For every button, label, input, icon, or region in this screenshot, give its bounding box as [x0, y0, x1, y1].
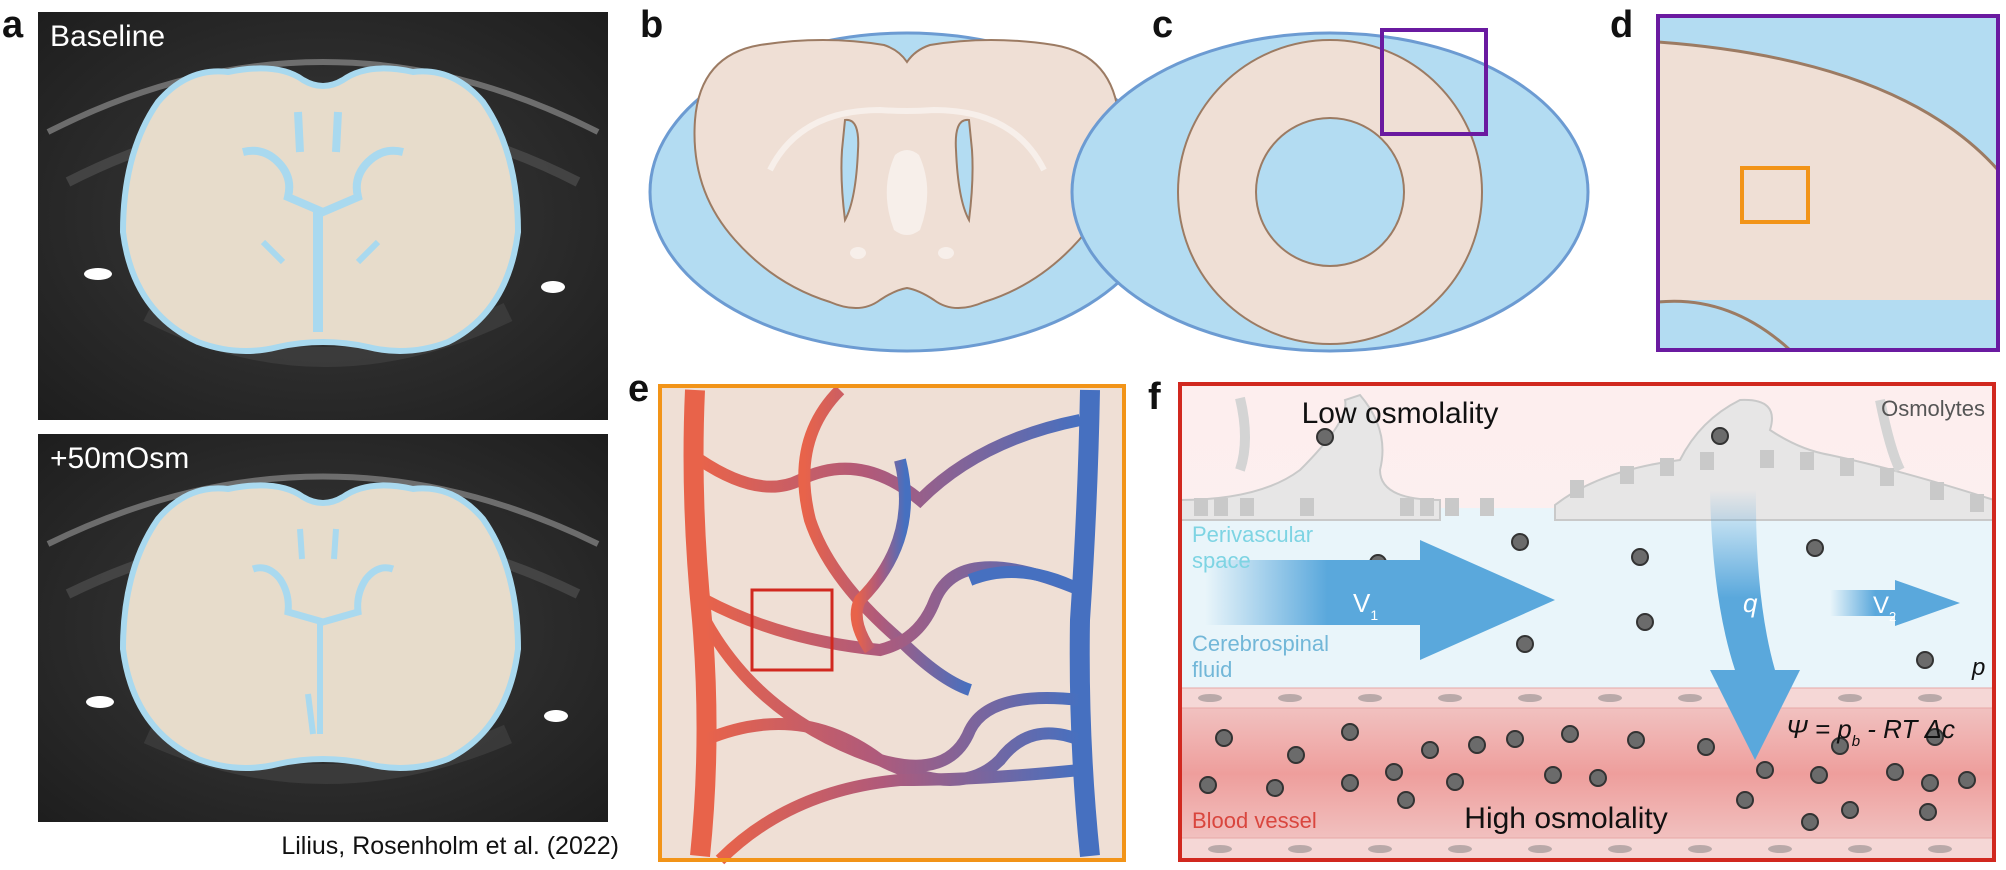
v1-arrow: [1205, 540, 1555, 660]
image-credit: Lilius, Rosenholm et al. (2022): [281, 832, 619, 860]
panel-b-brain-section: [648, 31, 1166, 353]
osmolyte-dots: [1199, 427, 1976, 831]
panel-d-zoomed-tissue: [1656, 14, 2000, 352]
perivascular-label-line1: Perivascular: [1192, 522, 1313, 547]
zoom-box-purple: [1380, 28, 1488, 136]
panel-c-idealized-brain: [1070, 28, 1590, 353]
csf-label-line1: Cerebrospinal: [1192, 631, 1329, 656]
mri-baseline-image: Baseline: [38, 12, 608, 420]
panel-e-vascular-network: [658, 384, 1126, 865]
mri-hyperosmotic-image: +50mOsm: [38, 434, 608, 822]
perivascular-label-line2: space: [1192, 548, 1251, 573]
panel-f-perivascular-diagram: Low osmolality Osmolytes Perivascular sp…: [1178, 382, 1996, 862]
v1-label: V1: [1353, 588, 1378, 623]
p-label: p: [1971, 654, 1985, 681]
csf-label-line2: fluid: [1192, 657, 1232, 682]
panel-letter-a: a: [2, 4, 24, 46]
q-arrow: [1710, 490, 1800, 760]
osmolytes-label: Osmolytes: [1881, 396, 1985, 421]
panel-letter-b: b: [640, 4, 664, 46]
zoom-box-orange: [1740, 166, 1810, 224]
panel-letter-d: d: [1610, 4, 1634, 46]
panel-letter-f: f: [1148, 376, 1161, 418]
baseline-label: Baseline: [50, 20, 166, 53]
zoom-box-red: [750, 588, 834, 672]
v2-arrow: [1830, 580, 1960, 626]
high-osmolality-label: High osmolality: [1464, 802, 1667, 835]
panel-letter-c: c: [1152, 4, 1174, 46]
hyperosmotic-label: +50mOsm: [50, 442, 190, 475]
water-potential-equation: Ψ = pb - RT Δc: [1786, 714, 1955, 750]
low-osmolality-label: Low osmolality: [1302, 397, 1499, 430]
blood-vessel-label: Blood vessel: [1192, 808, 1317, 833]
q-label: q: [1743, 588, 1758, 618]
panel-letter-e: e: [628, 368, 650, 410]
v2-label: V2: [1873, 592, 1896, 624]
